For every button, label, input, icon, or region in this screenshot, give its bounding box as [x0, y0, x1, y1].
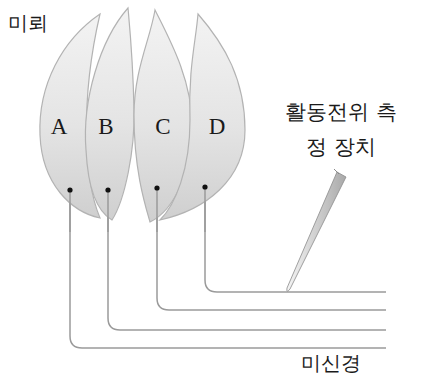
nerve-fiber	[156, 188, 158, 232]
leader-line	[334, 169, 339, 174]
nerve-fiber	[107, 190, 109, 232]
device-label: 활동전위 측정 장치	[282, 95, 400, 164]
nerve-fiber	[70, 190, 386, 348]
synapse-dot	[67, 187, 72, 192]
receptor-cell: D	[158, 12, 248, 222]
synapse-dot	[202, 184, 207, 189]
receptor-cell: B	[80, 6, 138, 224]
nerve-fiber	[204, 187, 206, 232]
cell-body	[160, 14, 245, 220]
cell-body	[85, 8, 134, 220]
taste-bud: 미뢰 A B C D	[0, 0, 260, 232]
label-text: 활동전위 측정 장치	[282, 95, 400, 164]
synapse-dot	[105, 187, 110, 192]
cell-letter: C	[155, 114, 170, 140]
nerve-fiber	[69, 190, 71, 232]
nerve-label: 미신경	[301, 351, 391, 375]
synapse-dot	[154, 185, 159, 190]
cell-letter: B	[98, 114, 113, 140]
cell-letter: D	[209, 114, 226, 140]
electrode-probe	[287, 172, 346, 291]
structure-name: 미뢰	[8, 10, 48, 37]
cell-letter: A	[51, 114, 68, 140]
label-text: 미신경	[301, 351, 391, 375]
cell-outline	[158, 12, 248, 222]
